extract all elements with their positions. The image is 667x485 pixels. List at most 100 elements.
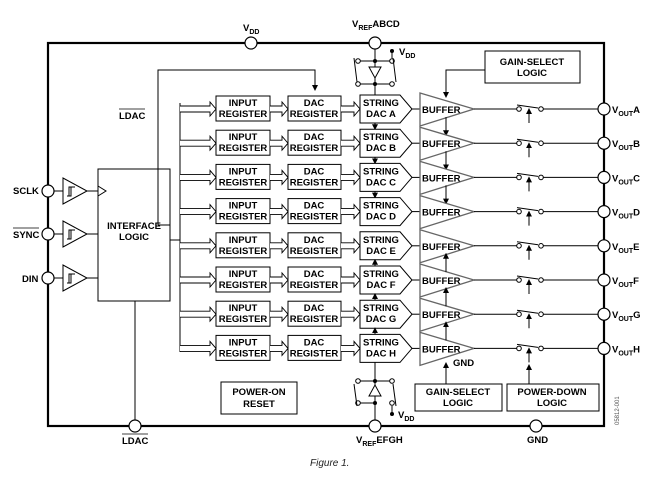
dac-register-label: DAC bbox=[304, 269, 325, 280]
bus-arrow-dac bbox=[270, 237, 289, 255]
vout-label: VOUTC bbox=[612, 173, 640, 186]
bus-arrow-dac bbox=[270, 305, 289, 323]
vout-label: VOUTF bbox=[612, 276, 639, 289]
vout-label: VOUTH bbox=[612, 344, 640, 357]
dac-register-label: DAC bbox=[304, 235, 325, 246]
ldac-internal: LDAC bbox=[119, 69, 318, 226]
dac-register-label: REGISTER bbox=[290, 109, 339, 120]
string-dac-label: DAC F bbox=[366, 280, 395, 291]
vref-efgh-switch: VDD bbox=[353, 360, 414, 423]
vout-label: VOUTA bbox=[612, 105, 640, 118]
schmitt-buffer-din bbox=[54, 264, 98, 292]
schmitt-buffer-sclk bbox=[54, 177, 98, 205]
input-register-label: INPUT bbox=[229, 98, 258, 109]
figure-caption: Figure 1. bbox=[310, 458, 349, 469]
pin-sync: SYNC bbox=[13, 227, 55, 241]
pin-ldac: LDAC bbox=[122, 419, 149, 447]
gain-select-logic-bottom: GAIN-SELECT LOGIC bbox=[414, 362, 503, 412]
figure-code: 05812-001 bbox=[615, 396, 621, 425]
dac-register-label: DAC bbox=[304, 337, 325, 348]
string-dac bbox=[359, 128, 413, 158]
buffer-amp bbox=[419, 126, 477, 162]
svg-text:POWER-ON: POWER-ON bbox=[232, 387, 285, 398]
dac-register-label: DAC bbox=[304, 201, 325, 212]
svg-text:RESET: RESET bbox=[243, 399, 275, 410]
input-register-label: REGISTER bbox=[219, 348, 268, 359]
input-register-label: INPUT bbox=[229, 166, 258, 177]
buffer-amp bbox=[419, 92, 477, 127]
svg-text:VREFABCD: VREFABCD bbox=[352, 19, 400, 32]
buffer-amp bbox=[419, 331, 477, 367]
string-dac bbox=[359, 333, 413, 363]
svg-text:GAIN-SELECT: GAIN-SELECT bbox=[500, 57, 565, 68]
bus-arrow-input bbox=[180, 169, 217, 186]
pin-sclk: SCLK bbox=[13, 184, 55, 198]
input-register bbox=[215, 95, 271, 122]
svg-text:LOGIC: LOGIC bbox=[537, 398, 567, 409]
pin-vref-abcd: VREFABCD bbox=[352, 19, 400, 50]
bus-arrow-input bbox=[180, 305, 217, 323]
svg-text:VREFEFGH: VREFEFGH bbox=[356, 435, 403, 448]
bus-arrow-input bbox=[180, 203, 217, 220]
schmitt-buffer-sync bbox=[54, 220, 98, 248]
bus-arrow-input bbox=[180, 340, 217, 357]
string-dac bbox=[359, 231, 413, 261]
pin-vdd: VDD bbox=[243, 23, 259, 50]
svg-text:GAIN-SELECT: GAIN-SELECT bbox=[426, 387, 491, 398]
input-register-label: REGISTER bbox=[219, 246, 268, 257]
input-register bbox=[215, 163, 271, 190]
string-dac-label: DAC D bbox=[366, 212, 396, 223]
bus-arrow-input bbox=[180, 237, 217, 255]
schmitt-buffers bbox=[54, 177, 98, 292]
pin-vout-f bbox=[597, 273, 611, 287]
power-down-switch bbox=[516, 138, 539, 143]
dac-register bbox=[287, 334, 342, 361]
input-register bbox=[215, 198, 271, 225]
input-register-label: INPUT bbox=[229, 132, 258, 143]
bus-arrow-dac bbox=[270, 134, 289, 152]
string-dac-label: DAC A bbox=[366, 109, 396, 120]
string-dac-label: STRING bbox=[363, 166, 399, 177]
string-dac-label: DAC C bbox=[366, 177, 396, 188]
dac-register-label: DAC bbox=[304, 132, 325, 143]
svg-text:LOGIC: LOGIC bbox=[517, 68, 547, 79]
bus-arrow-string bbox=[341, 305, 361, 323]
bus-arrow-input bbox=[180, 271, 217, 289]
bus-arrow-string bbox=[341, 169, 361, 186]
bus-arrow-string bbox=[341, 271, 361, 289]
power-down-switch bbox=[516, 207, 539, 212]
input-register bbox=[215, 232, 271, 259]
power-down-switch bbox=[516, 241, 539, 246]
buffer-label: BUFFER bbox=[422, 310, 461, 321]
input-register-label: REGISTER bbox=[219, 109, 268, 120]
pin-vout-b bbox=[597, 136, 611, 150]
svg-text:GND: GND bbox=[527, 435, 548, 446]
svg-text:LOGIC: LOGIC bbox=[119, 232, 149, 243]
bus-arrow-string bbox=[341, 340, 361, 357]
string-dac bbox=[359, 94, 413, 124]
svg-text:VDD: VDD bbox=[243, 23, 259, 36]
input-register-label: INPUT bbox=[229, 235, 258, 246]
string-dac-label: STRING bbox=[363, 235, 399, 246]
svg-text:POWER-DOWN: POWER-DOWN bbox=[517, 387, 586, 398]
buffer-label: BUFFER bbox=[422, 173, 461, 184]
bus-arrow-dac bbox=[270, 100, 289, 118]
dac-register-label: REGISTER bbox=[290, 280, 339, 291]
pin-vout-h bbox=[597, 341, 611, 355]
input-register-label: REGISTER bbox=[219, 177, 268, 188]
string-dac bbox=[359, 299, 413, 329]
dac-register bbox=[287, 232, 342, 259]
string-dac bbox=[359, 162, 413, 192]
bus-arrow-input bbox=[180, 134, 217, 152]
pin-vout-a bbox=[597, 102, 611, 116]
pin-vref-efgh: VREFEFGH bbox=[356, 419, 403, 448]
power-down-switch bbox=[516, 172, 539, 177]
interface-logic-block: INTERFACE LOGIC bbox=[97, 168, 171, 302]
power-down-switch bbox=[516, 343, 539, 348]
input-register-label: INPUT bbox=[229, 269, 258, 280]
